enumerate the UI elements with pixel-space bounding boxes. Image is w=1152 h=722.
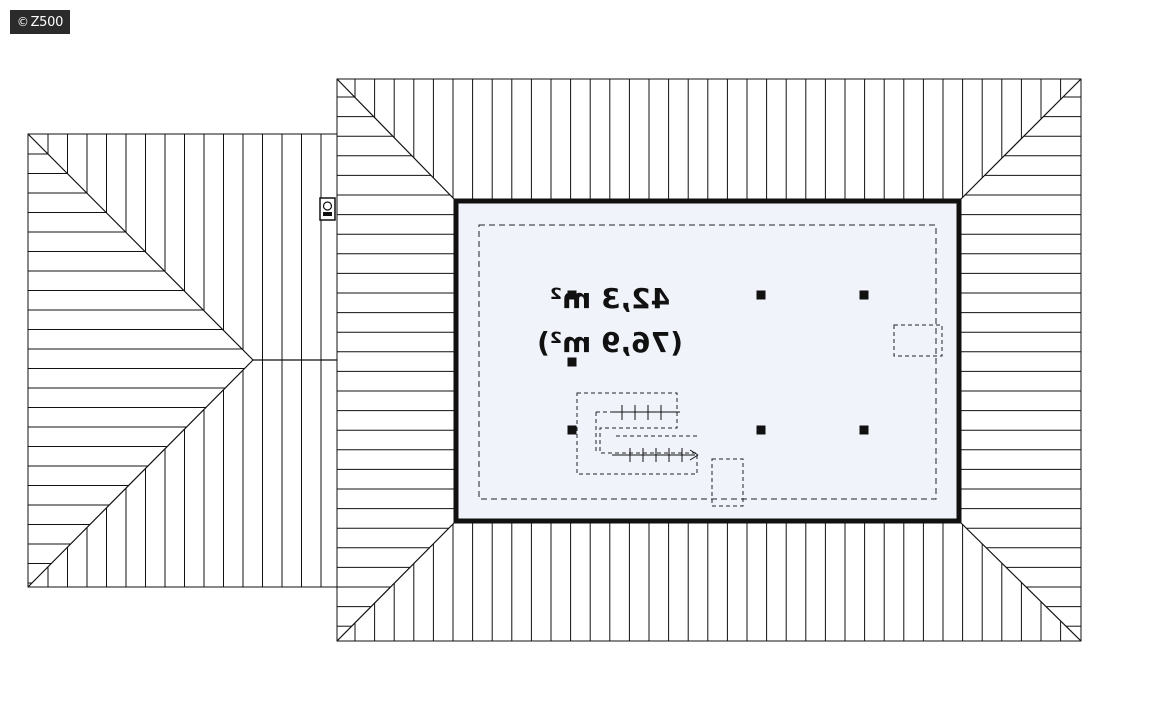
- chimney-outline: [711, 458, 744, 507]
- roof-window-outline: [893, 324, 943, 357]
- stair-outline: [576, 392, 698, 475]
- stair-arrow: [689, 454, 699, 461]
- hip-line: [336, 78, 457, 202]
- column-post: [859, 290, 869, 300]
- hip-line: [336, 520, 457, 642]
- column-post: [567, 357, 577, 367]
- columns: [567, 290, 869, 435]
- column-post: [756, 290, 766, 300]
- hip-line: [958, 520, 1082, 642]
- hip-line: [27, 359, 254, 588]
- watermark-text: Z500: [30, 15, 64, 30]
- copyright-icon: ©: [16, 15, 29, 29]
- column-post: [567, 425, 577, 435]
- room-inner-dashed-outline: [478, 224, 937, 500]
- staircase: [576, 392, 699, 475]
- left-wing-roof: [27, 133, 338, 588]
- column-post: [567, 290, 577, 300]
- attic-room-outline: [453, 198, 962, 524]
- hip-line: [27, 133, 254, 361]
- stair-arrow: [689, 449, 699, 456]
- copyright-badge: ©Z500: [10, 10, 70, 34]
- column-post: [756, 425, 766, 435]
- hip-line: [958, 78, 1082, 202]
- vent-icon: [319, 197, 336, 221]
- column-post: [859, 425, 869, 435]
